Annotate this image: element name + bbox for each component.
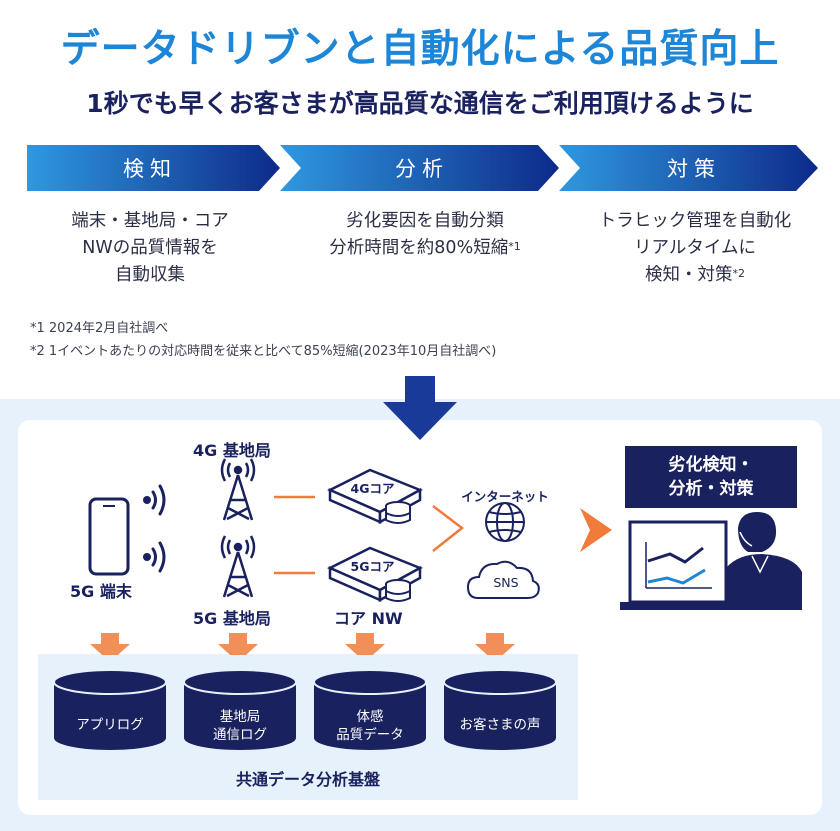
step-desc-action: トラヒック管理を自動化 リアルタイムに 検知・対策*2 bbox=[565, 208, 825, 289]
output-line: 劣化検知・ bbox=[668, 455, 754, 475]
db-line: アプリログ bbox=[76, 717, 144, 733]
core-nw-label: コア NW bbox=[334, 609, 403, 628]
output-line: 分析・対策 bbox=[668, 479, 754, 499]
desc-line: リアルタイムに bbox=[634, 238, 756, 258]
database-icon bbox=[313, 669, 427, 750]
server-box-icon bbox=[327, 546, 423, 603]
step-label-analyze: 分析 bbox=[395, 157, 449, 181]
db-line: 品質データ bbox=[336, 727, 404, 743]
server-box-icon bbox=[327, 468, 423, 525]
chevron-action bbox=[559, 145, 818, 191]
database-label-experience-quality: 体感 品質データ bbox=[314, 708, 426, 744]
step-label-action: 対策 bbox=[667, 157, 721, 181]
desc-line: トラヒック管理を自動化 bbox=[598, 211, 792, 231]
page-subtitle: 1秒でも早くお客さまが高品質な通信をご利用頂けるように bbox=[86, 89, 754, 118]
desc-line-text: 検知・対策 bbox=[645, 265, 733, 285]
link-chevron bbox=[432, 505, 465, 552]
cloud-icon bbox=[466, 560, 540, 599]
process-chevrons: 検知 分析 対策 bbox=[27, 145, 818, 191]
footnote-2: *2 1イベントあたりの対応時間を従来と比べて85%短縮(2023年10月自社調… bbox=[30, 344, 497, 359]
signal-waves-icon bbox=[143, 484, 166, 573]
down-arrow-icon bbox=[90, 633, 515, 655]
database-row bbox=[53, 669, 557, 750]
database-icon bbox=[443, 669, 557, 750]
step-desc-detect: 端末・基地局・コア NWの品質情報を 自動収集 bbox=[30, 208, 270, 289]
down-arrow-icon bbox=[383, 376, 457, 440]
db-line: 通信ログ bbox=[213, 727, 267, 743]
step-desc-analyze: 劣化要因を自動分類 分析時間を約80%短縮*1 bbox=[280, 208, 570, 262]
degradation-output-box: 劣化検知・ 分析・対策 bbox=[625, 446, 797, 508]
database-label-applog: アプリログ bbox=[54, 716, 166, 734]
network-diagram bbox=[88, 458, 802, 655]
page-title: データドリブンと自動化による品質向上 bbox=[60, 27, 780, 72]
desc-line: 自動収集 bbox=[115, 265, 185, 285]
db-line: 基地局 bbox=[219, 709, 261, 725]
db-line: 体感 bbox=[356, 709, 384, 725]
chevron-analyze bbox=[280, 145, 559, 191]
database-label-basestation-log: 基地局 通信ログ bbox=[184, 708, 296, 744]
platform-label: 共通データ分析基盤 bbox=[235, 770, 380, 789]
flow-arrow-icon bbox=[580, 508, 612, 552]
database-icon bbox=[53, 669, 167, 750]
footnote-ref: *2 bbox=[732, 267, 746, 280]
desc-line: 劣化要因を自動分類 bbox=[346, 211, 504, 231]
antenna-tower-icon bbox=[220, 458, 256, 521]
chevron-detect bbox=[27, 145, 280, 191]
internet-label: インターネット bbox=[461, 489, 549, 504]
antenna-tower-icon bbox=[220, 535, 256, 598]
db-line: お客さまの声 bbox=[459, 717, 541, 733]
terminal-label: 5G 端末 bbox=[70, 582, 132, 601]
base-station-5g-label: 5G 基地局 bbox=[193, 609, 271, 628]
database-icon bbox=[183, 669, 297, 750]
core-4g-label: 4Gコア bbox=[350, 481, 395, 496]
globe-icon bbox=[485, 502, 525, 542]
desc-line: 検知・対策*2 bbox=[565, 262, 825, 289]
database-label-customer-voice: お客さまの声 bbox=[444, 716, 556, 734]
desc-line-text: 分析時間を約80%短縮 bbox=[329, 238, 509, 258]
desc-line: NWの品質情報を bbox=[82, 238, 218, 258]
sns-label: SNS bbox=[493, 575, 519, 590]
desc-line: 分析時間を約80%短縮*1 bbox=[280, 235, 570, 262]
desc-line: 端末・基地局・コア bbox=[71, 211, 229, 231]
footnote-1: *1 2024年2月自社調べ bbox=[30, 321, 169, 336]
smartphone-icon bbox=[88, 497, 130, 576]
step-label-detect: 検知 bbox=[123, 157, 177, 181]
base-station-4g-label: 4G 基地局 bbox=[193, 441, 271, 460]
core-5g-label: 5Gコア bbox=[350, 559, 395, 574]
analyst-monitor-icon bbox=[620, 512, 802, 610]
footnote-ref: *1 bbox=[508, 240, 521, 253]
